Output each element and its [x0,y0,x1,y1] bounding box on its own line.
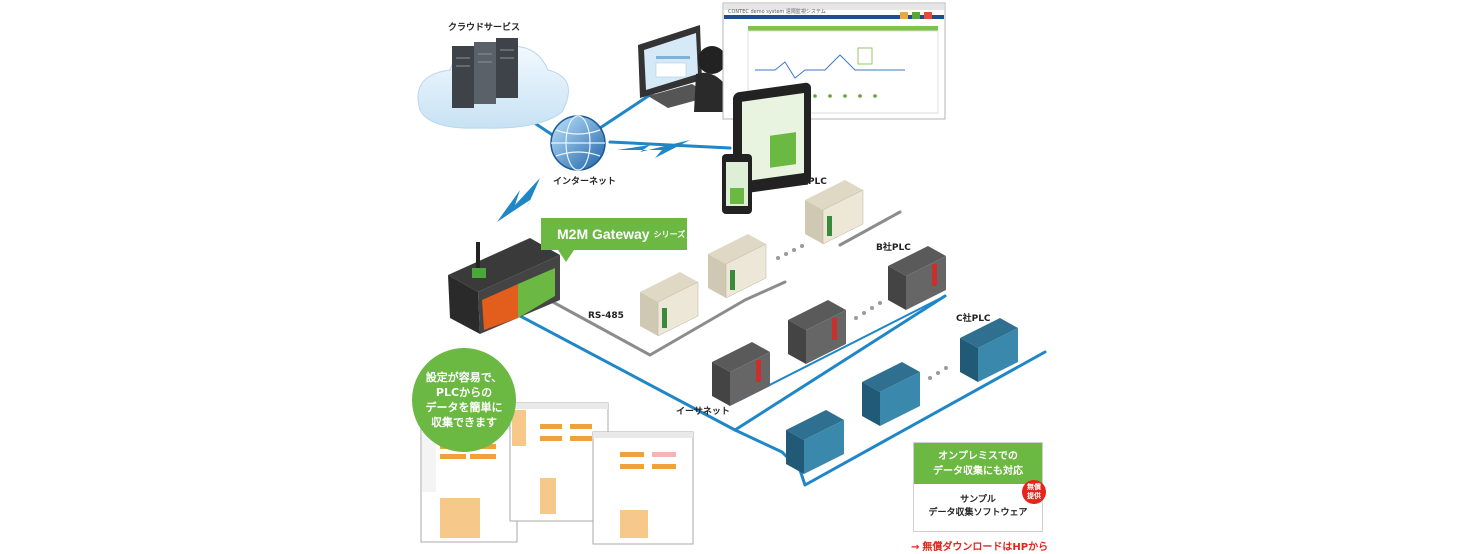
label-cloud-service: クラウドサービス [448,23,521,33]
onpremise-body-line: データ収集ソフトウェア [928,508,1028,518]
plc-b-unit [712,342,770,406]
ethernet-branch-b [739,295,946,401]
m2m-gateway-device [448,238,560,334]
label-ethernet: イーサネット [676,407,730,417]
free-badge: 無償 提供 [1022,480,1046,504]
m2m-suffix: シリーズ [653,229,686,239]
bubble-line: PLCからの [435,386,493,399]
plc-c-unit [786,410,844,474]
ethernet-branch-line [733,294,947,432]
label-plc-a: A社PLC [792,177,827,187]
feature-bubble: 設定が容易で、 PLCからの データを簡単に 収集できます [412,348,516,452]
plc-a-unit [805,180,864,245]
label-rs485: RS-485 [588,311,624,321]
label-internet: インターネット [553,177,617,187]
m2m-title: M2M Gateway [557,226,650,242]
m2m-banner-tail [558,250,574,262]
tablet-icon [722,82,811,214]
onpremise-header-line: オンプレミスでの [938,451,1018,462]
download-link[interactable]: →無償ダウンロードはHPから [911,538,1048,553]
rs485-line [538,280,787,357]
onpremise-body-line: サンプル [960,495,996,505]
bubble-line: 設定が容易で、 [425,371,503,384]
wireless-bolt-icon [497,140,690,222]
cloud-server-icon [417,38,569,129]
monitor-title: CONTEC demo system 遠隔監視システム [728,9,826,15]
onpremise-header: オンプレミスでの データ収集にも対応 [914,443,1042,484]
operator-pc-icon [638,25,730,112]
label-plc-b: B社PLC [876,243,911,253]
download-text: 無償ダウンロードはHPから [922,542,1049,553]
plc-c-unit [960,318,1018,382]
plc-c-unit [862,362,920,426]
m2m-gateway-banner: M2M Gateway シリーズ [541,218,687,250]
internet-globe-icon [550,115,606,171]
settings-screen-2 [509,402,609,522]
plc-b-unit [888,246,946,310]
label-plc-c: C社PLC [956,314,991,324]
plc-a-unit [640,272,699,337]
onpremise-body: サンプル データ収集ソフトウェア [914,484,1042,520]
free-badge-line: 提供 [1027,492,1041,500]
settings-screen-3 [592,431,694,545]
settings-screenshots [420,402,694,545]
free-badge-line: 無償 [1027,483,1041,491]
plc-units [640,180,1018,474]
onpremise-box: オンプレミスでの データ収集にも対応 サンプル データ収集ソフトウェア [913,442,1043,532]
plc-a-unit [708,234,767,299]
rs485-line-a [838,210,902,247]
onpremise-header-line: データ収集にも対応 [933,466,1023,477]
ellipsis-dots [776,244,948,380]
plc-b-unit [788,300,846,364]
arrow-right-icon: → [911,542,920,553]
monitor-screenshot [722,2,946,120]
bubble-line: 収集できます [431,416,497,429]
bubble-line: データを簡単に [425,401,503,414]
